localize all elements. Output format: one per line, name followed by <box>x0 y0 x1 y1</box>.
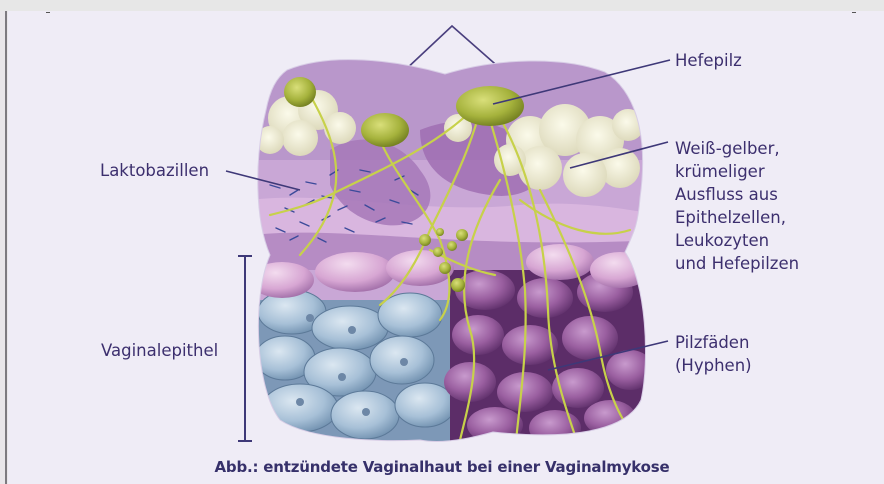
label-ausfluss-line: Epithelzellen, <box>675 206 799 229</box>
label-ausfluss-line: Ausfluss aus <box>675 183 799 206</box>
label-laktobazillen: Laktobazillen <box>100 159 209 182</box>
label-ausfluss-line: Weiß-gelber, <box>675 137 799 160</box>
label-vaginalepithel: Vaginalepithel <box>101 339 218 362</box>
label-pilzfaeden: Pilzfäden (Hyphen) <box>675 331 752 377</box>
label-pilzfaeden-line: Pilzfäden <box>675 331 752 354</box>
figure-caption: Abb.: entzündete Vaginalhaut bei einer V… <box>0 458 884 476</box>
label-ausfluss: Weiß-gelber, krümeliger Ausfluss aus Epi… <box>675 137 799 275</box>
healthy-epithelial-cells <box>255 290 455 439</box>
label-ausfluss-line: Leukozyten <box>675 229 799 252</box>
tissue-section <box>250 50 660 450</box>
label-ausfluss-line: krümeliger <box>675 160 799 183</box>
epithelium-bracket <box>238 256 252 441</box>
label-pilzfaeden-line: (Hyphen) <box>675 354 752 377</box>
label-ausfluss-line: und Hefepilzen <box>675 252 799 275</box>
label-hefepilz: Hefepilz <box>675 49 742 72</box>
